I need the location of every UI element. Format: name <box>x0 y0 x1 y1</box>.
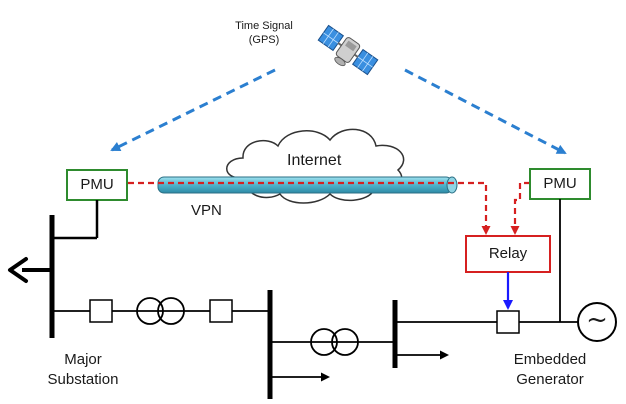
vpn-tunnel <box>157 176 458 194</box>
relay-label: Relay <box>488 245 528 262</box>
comm-line-left-pmu <box>128 181 491 235</box>
comm-line-right-pmu <box>510 181 530 235</box>
transformer-2 <box>310 328 359 356</box>
time-signal-line2: (GPS) <box>248 33 280 46</box>
breaker-1 <box>89 299 113 323</box>
pmu-left-box <box>66 169 128 201</box>
breaker-2 <box>209 299 233 323</box>
major-substation-label: Major Substation <box>38 350 128 391</box>
embedded-generator-line1: Embedded <box>513 351 587 368</box>
relay-box <box>465 235 551 273</box>
time-signal-label: Time Signal (GPS) <box>219 20 309 48</box>
internet-label: Internet <box>287 152 342 169</box>
generator-tilde: ~ <box>586 305 608 335</box>
satellite-icon <box>317 24 379 76</box>
breaker-3 <box>496 310 520 334</box>
gps-arrow-left <box>110 68 276 152</box>
transformer-1 <box>136 297 185 325</box>
generator-symbol <box>577 302 617 342</box>
gps-arrow-right <box>404 68 567 155</box>
load-arrow-left <box>8 257 28 283</box>
pmu-left-label: PMU <box>80 176 114 193</box>
embedded-generator-line2: Generator <box>516 371 584 389</box>
embedded-generator-label: Embedded Generator <box>505 350 595 391</box>
pmu-right-label: PMU <box>543 175 577 192</box>
major-substation-line2: Substation <box>47 371 119 389</box>
vpn-label: VPN <box>191 202 222 219</box>
time-signal-line1: Time Signal <box>235 20 293 32</box>
major-substation-line1: Major <box>64 351 102 368</box>
